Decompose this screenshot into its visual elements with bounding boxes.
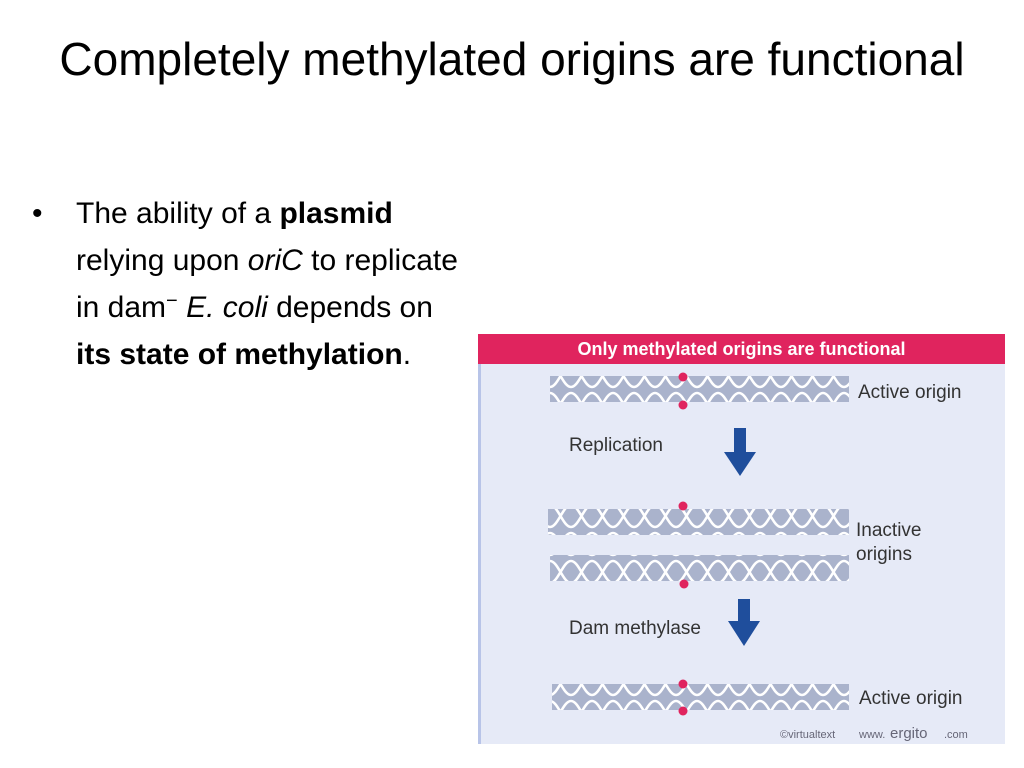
bullet-text-1: The ability of a [76, 197, 280, 230]
arrow-down-icon [724, 428, 756, 476]
dna-strand-middle-1 [548, 509, 849, 535]
bullet-dot: • [32, 197, 43, 230]
methyl-dot-icon [678, 679, 688, 689]
bullet-text-5: depends on [267, 291, 433, 324]
bullet-text-6: . [402, 338, 412, 371]
bullet-text-2: relying upon [76, 244, 248, 277]
credit-com: .com [944, 729, 968, 741]
dna-strand-top [550, 376, 849, 402]
credit-ergito-logo: ergito [890, 725, 928, 742]
dna-strand-bottom [552, 684, 849, 710]
dna-top-active [550, 372, 849, 410]
methyl-dot-icon [678, 400, 688, 410]
slide-title: Completely methylated origins are functi… [59, 33, 965, 85]
arrow-down-icon [728, 599, 760, 646]
methylation-figure: Only methylated origins are functional A… [478, 334, 1005, 744]
dna-strand-middle-2 [550, 555, 849, 581]
label-replication: Replication [569, 435, 663, 456]
dna-bottom-active [552, 679, 849, 716]
bullet-bold-plasmid: plasmid [279, 197, 393, 230]
methyl-dot-icon [679, 579, 689, 589]
figure-header: Only methylated origins are functional [478, 334, 1005, 364]
bullet-superscript-minus: − [166, 290, 178, 312]
bullet-italic-oric: oriC [247, 244, 303, 277]
methyl-dot-icon [678, 706, 688, 716]
bullet-bold-methylation: its state of methylation [76, 338, 403, 371]
credit-www: www. [858, 729, 885, 741]
label-origins: origins [856, 544, 912, 565]
bullet-italic-ecoli: E. coli [186, 291, 268, 324]
methyl-dot-icon [678, 372, 688, 382]
methyl-dot-icon [678, 501, 688, 511]
label-active-origin-top: Active origin [858, 382, 962, 403]
figure-left-border [478, 364, 481, 744]
bullet-text-4 [178, 291, 186, 324]
label-active-origin-bottom: Active origin [859, 688, 963, 709]
dna-middle-inactive [548, 501, 849, 589]
bullet-item: • The ability of a plasmid relying upon … [32, 190, 462, 378]
figure-diagram: Active origin Replication Inactive origi… [548, 372, 968, 742]
label-inactive: Inactive [856, 520, 921, 541]
bullet-text-3: to replicate in dam [76, 244, 458, 324]
credit-virtualtext: ©virtualtext [780, 729, 835, 741]
label-dam-methylase: Dam methylase [569, 618, 701, 639]
bullet-list: • The ability of a plasmid relying upon … [32, 190, 462, 378]
